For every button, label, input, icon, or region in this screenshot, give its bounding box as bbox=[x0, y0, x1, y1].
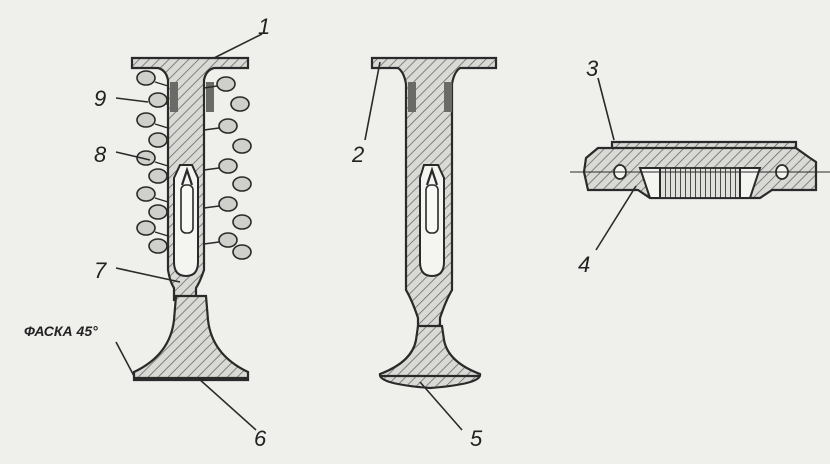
label-9: 9 bbox=[94, 86, 106, 111]
valve-left-insert-tip bbox=[180, 166, 194, 186]
valve-left bbox=[130, 56, 250, 382]
label-chamfer: ФАСКА 45° bbox=[24, 323, 98, 339]
coil bbox=[148, 168, 168, 184]
leader-8 bbox=[115, 151, 151, 161]
label-7: 7 bbox=[94, 258, 107, 283]
label-4: 4 bbox=[578, 252, 590, 277]
label-1: 1 bbox=[258, 14, 270, 39]
label-5: 5 bbox=[470, 426, 483, 451]
leader-5 bbox=[419, 381, 463, 431]
valve-left-guide-b bbox=[206, 82, 214, 112]
retainer-chamfer-right bbox=[739, 167, 762, 199]
valve-middle bbox=[370, 56, 498, 390]
coil bbox=[232, 138, 252, 154]
coil bbox=[218, 118, 238, 134]
coil bbox=[218, 158, 238, 174]
coil bbox=[136, 186, 156, 202]
leader-2 bbox=[364, 61, 381, 141]
coil bbox=[148, 204, 168, 220]
valve-middle-insert-tip bbox=[425, 166, 439, 186]
leader-4 bbox=[595, 185, 637, 251]
label-2: 2 bbox=[351, 142, 364, 167]
label-6: 6 bbox=[254, 426, 267, 451]
retainer-part bbox=[570, 140, 830, 200]
coil bbox=[218, 196, 238, 212]
coil bbox=[148, 238, 168, 254]
leader-7 bbox=[115, 267, 181, 283]
coil bbox=[136, 70, 156, 86]
spring-wires bbox=[154, 81, 220, 245]
retainer-chamfer-left bbox=[638, 167, 661, 199]
leader-lines bbox=[115, 33, 637, 431]
valve-middle-insert bbox=[425, 184, 439, 234]
coil bbox=[232, 244, 252, 260]
leader-3 bbox=[597, 77, 615, 141]
valve-left-insert bbox=[180, 184, 194, 234]
valve-middle-guide-b bbox=[444, 82, 452, 112]
valve-left-stem bbox=[132, 294, 250, 382]
valve-left-guide-a bbox=[170, 82, 178, 112]
leader-1 bbox=[213, 33, 263, 59]
spring-coils-left bbox=[136, 70, 168, 254]
valve-middle-stem bbox=[378, 324, 482, 390]
coil bbox=[232, 176, 252, 192]
coil bbox=[216, 76, 236, 92]
coil bbox=[148, 92, 168, 108]
leader-9 bbox=[115, 97, 149, 103]
coil bbox=[136, 220, 156, 236]
coil bbox=[230, 96, 250, 112]
spring-coils-right bbox=[216, 76, 252, 260]
coil bbox=[148, 132, 168, 148]
label-8: 8 bbox=[94, 142, 107, 167]
leader-6 bbox=[197, 377, 257, 431]
coil bbox=[136, 112, 156, 128]
coil bbox=[232, 214, 252, 230]
label-3: 3 bbox=[586, 56, 599, 81]
leader-chamfer bbox=[115, 341, 135, 377]
coil bbox=[136, 150, 156, 166]
coil bbox=[218, 232, 238, 248]
valve-middle-guide-a bbox=[408, 82, 416, 112]
